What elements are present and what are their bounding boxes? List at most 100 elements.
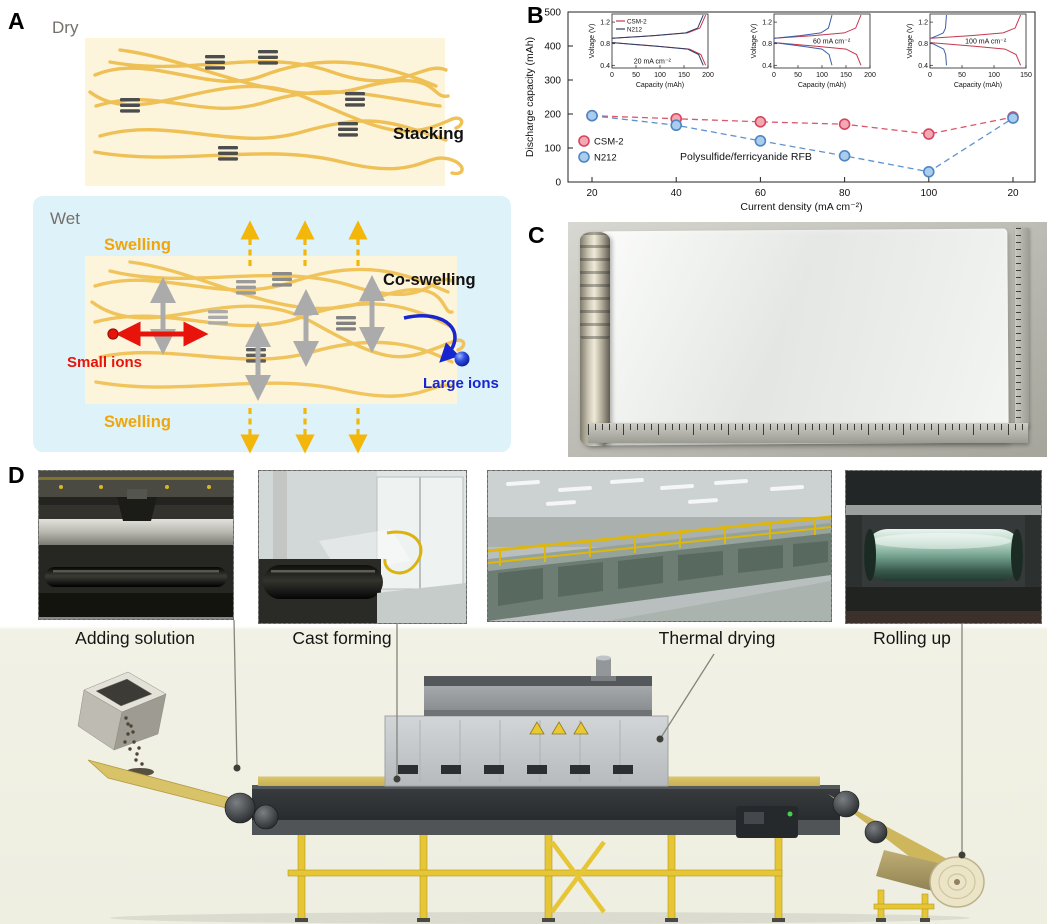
svg-text:50: 50: [632, 72, 640, 79]
svg-text:60: 60: [755, 188, 767, 199]
svg-text:20: 20: [586, 188, 598, 199]
panel-c-letter: C: [528, 222, 545, 248]
casting-roller-1: [224, 792, 256, 824]
svg-text:N212: N212: [594, 153, 617, 164]
svg-text:20: 20: [1007, 188, 1019, 199]
svg-text:1.2: 1.2: [918, 20, 928, 27]
production-process-panel: Adding solution Cast forming Thermal dry…: [0, 458, 1047, 924]
svg-text:0: 0: [772, 72, 776, 79]
poured-solution-stream: [123, 716, 154, 776]
machine-frame-legs: [287, 831, 935, 921]
large-ion-rejection-arrow: [403, 314, 460, 363]
photo-rolling-up: [845, 470, 1042, 624]
ground-shadow: [110, 912, 970, 924]
schematic-svg: Dry Stacking Wet Swelling Co-swelling Sm…: [33, 18, 511, 454]
svg-text:CSM-2: CSM-2: [594, 137, 624, 148]
dry-polymer-chains: [88, 48, 464, 176]
vertical-ruler: [1015, 228, 1029, 428]
stacking-label: Stacking: [393, 124, 464, 143]
svg-text:100: 100: [544, 144, 561, 155]
svg-text:Voltage (V): Voltage (V): [907, 24, 914, 59]
svg-text:100: 100: [654, 72, 666, 79]
svg-text:Voltage (V): Voltage (V): [589, 24, 596, 59]
step-label-cast-forming: Cast forming: [292, 628, 392, 648]
svg-text:CSM-2: CSM-2: [627, 19, 647, 26]
svg-text:0.4: 0.4: [600, 63, 610, 70]
svg-text:200: 200: [702, 72, 714, 79]
svg-text:Capacity (mAh): Capacity (mAh): [798, 82, 846, 89]
svg-text:100: 100: [920, 188, 937, 199]
winding-station: [828, 790, 985, 908]
svg-text:Capacity (mAh): Capacity (mAh): [636, 82, 684, 89]
swelling-bottom-label: Swelling: [104, 413, 171, 431]
large-ions-label: Large ions: [423, 375, 499, 392]
wet-label: Wet: [50, 209, 80, 228]
svg-text:150: 150: [1020, 72, 1032, 79]
svg-text:0.8: 0.8: [918, 41, 928, 48]
oven-vent-pipe: [596, 658, 611, 678]
svg-text:50: 50: [958, 72, 966, 79]
dry-label: Dry: [52, 18, 79, 37]
deck-lower-frame: [252, 820, 840, 835]
svg-text:0.8: 0.8: [600, 41, 610, 48]
casting-machine-rendering: [77, 655, 985, 924]
large-ion: [454, 351, 470, 367]
step-label-adding-solution: Adding solution: [75, 628, 195, 648]
co-swelling-label: Co-swelling: [383, 271, 476, 289]
svg-text:0: 0: [928, 72, 932, 79]
svg-text:100: 100: [816, 72, 828, 79]
svg-text:1.2: 1.2: [762, 20, 772, 27]
svg-text:0.8: 0.8: [762, 41, 772, 48]
svg-text:N212: N212: [627, 27, 643, 34]
small-ion: [107, 328, 119, 340]
step-label-thermal-drying: Thermal drying: [658, 628, 776, 648]
control-box: [736, 806, 798, 838]
svg-text:0: 0: [610, 72, 614, 79]
svg-text:200: 200: [864, 72, 876, 79]
svg-text:60 mA cm⁻²: 60 mA cm⁻²: [813, 39, 851, 46]
svg-text:80: 80: [839, 188, 851, 199]
svg-text:400: 400: [544, 42, 561, 53]
solution-hopper: [77, 671, 167, 751]
svg-text:150: 150: [678, 72, 690, 79]
svg-text:Discharge capacity (mAh): Discharge capacity (mAh): [524, 37, 536, 157]
swelling-down-arrows: [240, 408, 368, 454]
svg-text:Polysulfide/ferricyanide RFB: Polysulfide/ferricyanide RFB: [680, 151, 812, 163]
svg-text:500: 500: [544, 8, 561, 19]
membrane-swelling-schematic: Dry Stacking Wet Swelling Co-swelling Sm…: [0, 0, 520, 458]
svg-text:0.4: 0.4: [918, 63, 928, 70]
svg-text:40: 40: [671, 188, 683, 199]
photo-adding-solution: [38, 470, 234, 620]
membrane-roll: [580, 232, 610, 446]
membrane-film: [601, 228, 1009, 446]
small-ions-label: Small ions: [67, 354, 142, 371]
swelling-up-arrows: [240, 220, 368, 266]
svg-text:100 mA cm⁻²: 100 mA cm⁻²: [965, 39, 1007, 46]
svg-text:Current density (mA cm⁻²): Current density (mA cm⁻²): [740, 201, 862, 213]
svg-text:100: 100: [988, 72, 1000, 79]
svg-text:0: 0: [555, 178, 561, 189]
svg-text:200: 200: [544, 110, 561, 121]
panel-b-letter: B: [527, 2, 544, 28]
horizontal-ruler: [588, 423, 1028, 443]
svg-text:Voltage (V): Voltage (V): [751, 24, 758, 59]
svg-text:300: 300: [544, 76, 561, 87]
drying-oven: [384, 655, 669, 787]
frame-feet: [295, 918, 930, 922]
svg-text:50: 50: [794, 72, 802, 79]
step-label-rolling-up: Rolling up: [873, 628, 951, 648]
svg-text:20 mA cm⁻²: 20 mA cm⁻²: [634, 59, 672, 66]
membrane-roll-photo: [568, 222, 1047, 457]
deck-top-edge: [252, 785, 840, 789]
svg-text:150: 150: [840, 72, 852, 79]
photo-cast-forming: [258, 470, 467, 624]
svg-text:1.2: 1.2: [600, 20, 610, 27]
panel-a-letter: A: [8, 8, 25, 34]
swelling-top-label: Swelling: [104, 236, 171, 254]
photo-thermal-drying: [487, 470, 832, 622]
svg-text:0.4: 0.4: [762, 63, 772, 70]
roll-rings: [580, 232, 610, 344]
panel-d-letter: D: [8, 462, 25, 488]
